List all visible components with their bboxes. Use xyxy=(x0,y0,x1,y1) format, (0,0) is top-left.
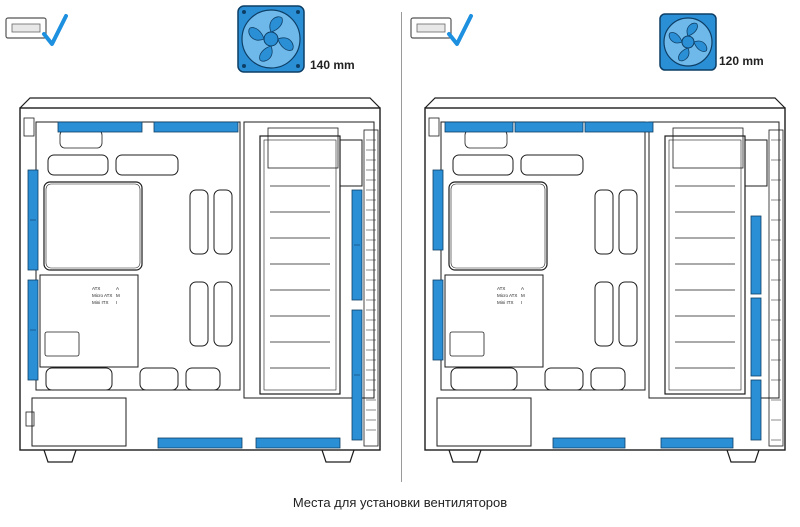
mb-label-atx: ATX xyxy=(92,286,100,291)
mb-label-atx-code: A xyxy=(521,286,524,291)
mb-label-itx: Mini ITX xyxy=(92,300,109,305)
fan-mount-side-3 xyxy=(750,379,762,441)
fan-mount-bottom-2 xyxy=(255,437,341,449)
case-outline xyxy=(19,97,381,463)
fan-mount-bottom-2 xyxy=(660,437,734,449)
motherboard-size-labels: ATX A Micro ATX M Mini ITX I xyxy=(497,286,525,305)
fan-mount-front-top xyxy=(432,169,444,251)
rear-vent xyxy=(366,139,376,431)
mb-label-itx-code: I xyxy=(521,300,522,305)
mb-label-matx: Micro ATX xyxy=(92,293,112,298)
fan-mount-side-1 xyxy=(750,215,762,295)
fan-mount-positions xyxy=(432,121,762,449)
rear-vent xyxy=(771,139,781,441)
fan-mount-top-1 xyxy=(444,121,514,133)
fan-mount-side-2 xyxy=(750,297,762,377)
case-outline xyxy=(424,97,786,463)
mb-label-atx-code: A xyxy=(116,286,119,291)
fan-mount-bottom-1 xyxy=(552,437,626,449)
drive-bay-check-icon xyxy=(5,14,68,46)
mb-label-matx-code: M xyxy=(116,293,120,298)
panel-divider xyxy=(401,12,402,482)
case-diagram-120mm: ATX A Micro ATX M Mini ITX I 120 mm xyxy=(405,0,800,490)
fan-mount-top-2 xyxy=(153,121,239,133)
fan-mount-front-bottom xyxy=(432,279,444,361)
drive-slots xyxy=(270,185,330,369)
fan-mount-top-3 xyxy=(584,121,654,133)
mb-label-atx: ATX xyxy=(497,286,505,291)
fan-mount-positions xyxy=(27,121,363,449)
fan-icon xyxy=(659,13,717,71)
fan-size-label: 140 mm xyxy=(310,58,355,72)
case-diagram-140mm: ATX A Micro ATX M Mini ITX I 140 mm xyxy=(0,0,395,490)
mb-label-matx: Micro ATX xyxy=(497,293,517,298)
fan-mount-bottom-1 xyxy=(157,437,243,449)
fan-size-label: 120 mm xyxy=(719,54,764,68)
fan-icon xyxy=(237,5,305,73)
figure-caption: Места для установки вентиляторов xyxy=(292,495,508,510)
drive-slots xyxy=(675,185,735,369)
case-diagram-svg: ATX A Micro ATX M Mini ITX I xyxy=(410,13,786,463)
drive-bay-check-icon xyxy=(410,14,473,46)
fan-mount-top-2 xyxy=(514,121,584,133)
fan-mount-top-1 xyxy=(57,121,143,133)
motherboard-size-labels: ATX A Micro ATX M Mini ITX I xyxy=(92,286,120,305)
mb-label-itx-code: I xyxy=(116,300,117,305)
mb-label-matx-code: M xyxy=(521,293,525,298)
case-diagram-svg: ATX A Micro ATX M Mini ITX I xyxy=(5,5,381,463)
mb-label-itx: Mini ITX xyxy=(497,300,514,305)
